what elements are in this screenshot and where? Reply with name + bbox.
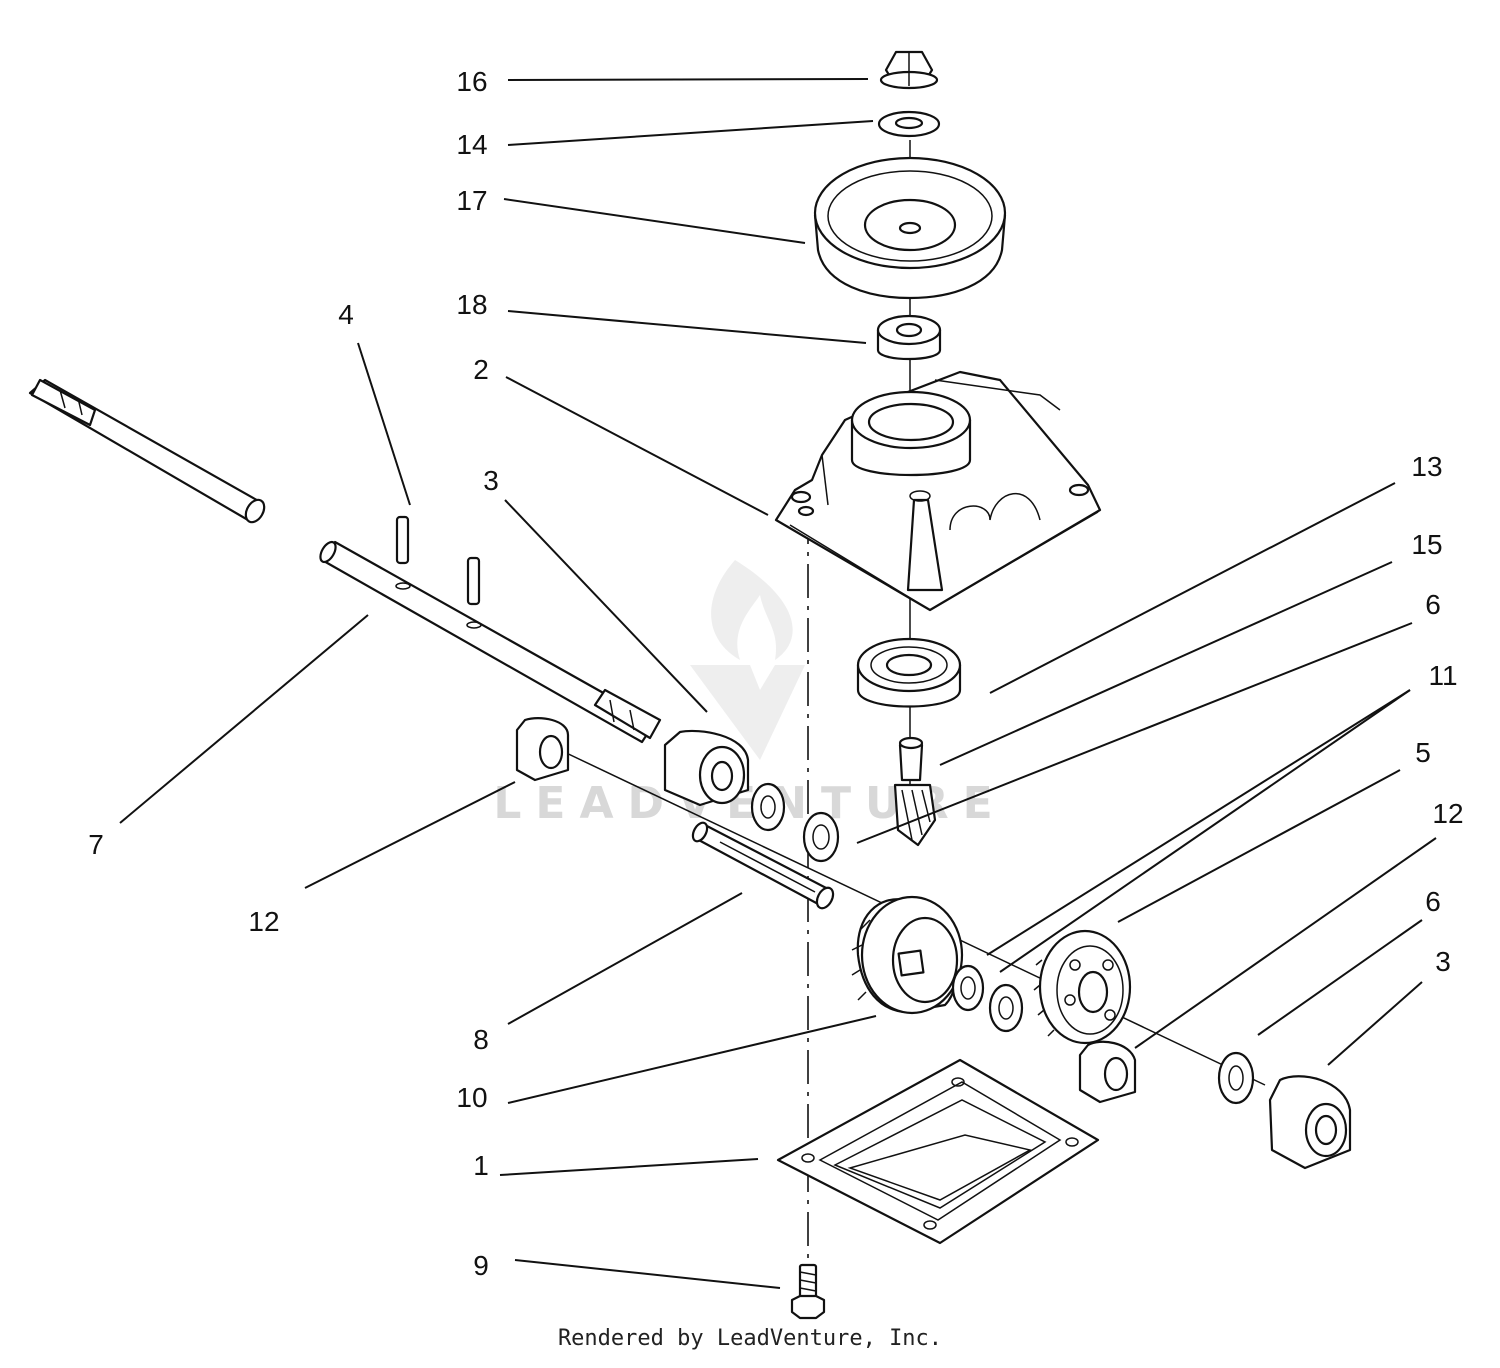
callout-10: 10: [456, 1082, 487, 1113]
part-6-washer-lower: [1217, 1051, 1255, 1105]
callout-13: 13: [1411, 451, 1442, 482]
callout-3-upper: 3: [483, 465, 499, 496]
part-12-bushing-right: [1078, 1040, 1137, 1104]
callout-2: 2: [473, 354, 489, 385]
part-7-axle-shaft: [28, 378, 266, 524]
part-4-roll-pins: [395, 515, 482, 629]
part-13-bearing: [856, 637, 962, 708]
part-17-pulley: [813, 156, 1007, 300]
part-3-bushing-lower: [1268, 1075, 1352, 1170]
part-5-washer: [951, 964, 985, 1012]
callout-15: 15: [1411, 529, 1442, 560]
part-9-bolt: [790, 1263, 826, 1320]
part-14-washer: [877, 110, 941, 138]
callout-17: 17: [456, 185, 487, 216]
callout-8: 8: [473, 1024, 489, 1055]
callout-18: 18: [456, 289, 487, 320]
callout-6-lower: 6: [1425, 886, 1441, 917]
part-7-lower-shaft: [319, 540, 662, 744]
part-10-bevel-gear: [851, 895, 964, 1015]
callout-9: 9: [473, 1250, 489, 1281]
part-1-cover-plate: [776, 1058, 1100, 1245]
callout-12-left: 12: [248, 906, 279, 937]
part-18-spacer: [876, 314, 942, 361]
part-15-pinion: [893, 736, 937, 847]
callout-7: 7: [88, 829, 104, 860]
callout-16: 16: [456, 66, 487, 97]
part-11-washer: [988, 983, 1024, 1033]
callout-6-upper: 6: [1425, 589, 1441, 620]
callout-11: 11: [1428, 660, 1457, 691]
part-12-spur-gear: [1033, 929, 1132, 1045]
callout-1: 1: [473, 1150, 489, 1181]
part-16-flange-nut: [879, 50, 939, 90]
callout-14: 14: [456, 129, 487, 160]
watermark-logo: [690, 560, 805, 760]
callout-4: 4: [338, 299, 354, 330]
part-3-bushing-upper: [663, 729, 750, 807]
part-2-gearbox-housing: [774, 370, 1102, 612]
leader-lines: [119, 78, 1437, 1289]
part-12-bushing-left: [515, 717, 570, 782]
callout-3-lower: 3: [1435, 946, 1451, 977]
part-8-shaft: [691, 821, 835, 910]
callout-12-right: 12: [1432, 798, 1463, 829]
part-6-washer-upper: [750, 782, 840, 863]
render-credit: Rendered by LeadVenture, Inc.: [557, 1326, 943, 1351]
callout-5: 5: [1415, 737, 1431, 768]
